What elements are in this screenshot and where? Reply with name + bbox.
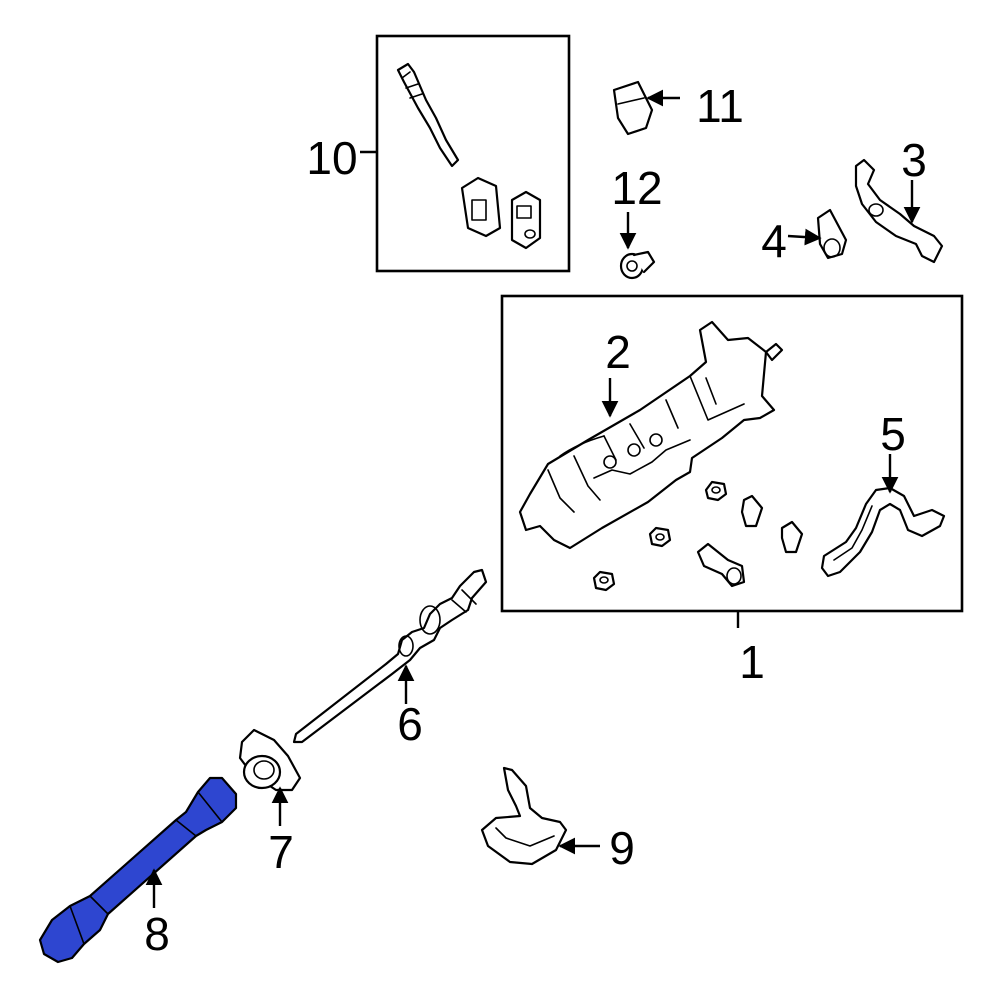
part-2-column-housing[interactable] [518, 320, 784, 550]
callout-11: 11 [696, 80, 744, 132]
part-11-cap[interactable] [612, 80, 654, 136]
callout-5: 5 [880, 408, 906, 460]
callout-1: 1 [739, 636, 765, 688]
callout-7: 7 [268, 826, 294, 878]
part-8-lower-shaft[interactable] [38, 776, 238, 964]
part-10-group-box [375, 34, 571, 273]
part-5-bracket[interactable] [820, 486, 946, 578]
callout-12: 12 [611, 162, 662, 214]
part-4-lever-knob[interactable] [816, 208, 848, 260]
part-10-key-assembly[interactable] [396, 62, 542, 250]
callout-10: 10 [306, 132, 357, 184]
part-12-grommet[interactable] [619, 250, 656, 280]
part-6-shaft[interactable] [292, 568, 488, 744]
part-1-fasteners[interactable] [592, 480, 804, 592]
callout-8: 8 [144, 908, 170, 960]
callout-6: 6 [397, 698, 423, 750]
part-7-bearing-plate[interactable] [238, 728, 302, 792]
callout-4: 4 [761, 215, 787, 267]
part-1-group-box [500, 294, 964, 613]
part-9-bracket[interactable] [480, 766, 568, 866]
callout-3: 3 [901, 134, 927, 186]
callout-9: 9 [609, 822, 635, 874]
callout-2: 2 [605, 326, 631, 378]
part-3-tilt-lever[interactable] [854, 158, 944, 264]
